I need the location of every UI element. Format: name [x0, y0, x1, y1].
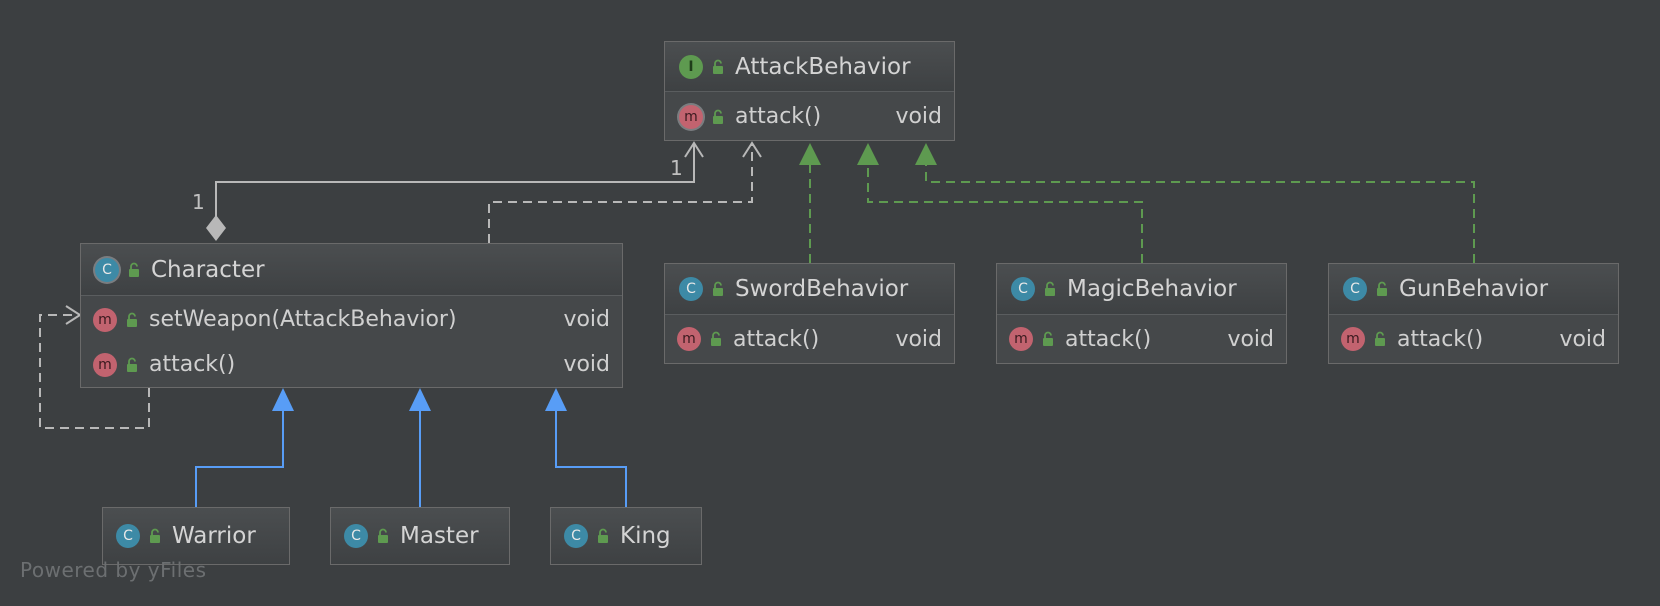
- class-header: C King: [551, 508, 701, 564]
- class-node-warrior[interactable]: C Warrior: [102, 507, 290, 565]
- method-row[interactable]: m attack() void: [665, 316, 954, 362]
- method-row[interactable]: m attack() void: [81, 342, 622, 387]
- lock-icon: [710, 281, 726, 297]
- return-type: void: [895, 326, 942, 352]
- method-signature: attack(): [735, 104, 822, 129]
- source-multiplicity-label: 1: [192, 190, 205, 214]
- interface-icon: I: [679, 54, 703, 79]
- yfiles-watermark: Powered by yFiles: [20, 558, 207, 582]
- return-type: void: [895, 104, 942, 129]
- lock-icon: [124, 312, 140, 328]
- method-signature: attack(): [1397, 326, 1484, 352]
- class-header: I AttackBehavior: [665, 42, 954, 92]
- class-name: Warrior: [172, 523, 256, 549]
- class-name: AttackBehavior: [735, 53, 911, 80]
- member-list: m setWeapon(AttackBehavior) void m attac…: [81, 296, 622, 388]
- method-icon: m: [679, 104, 703, 129]
- implements-edge-magic[interactable]: [857, 143, 1143, 263]
- class-node-character[interactable]: C Character m setWeapon(AttackBehavior) …: [80, 243, 623, 388]
- class-name: Character: [151, 256, 265, 283]
- class-icon: C: [1343, 277, 1367, 301]
- lock-icon: [595, 528, 611, 544]
- class-icon: C: [344, 524, 368, 548]
- lock-icon: [375, 528, 391, 544]
- lock-icon: [710, 59, 726, 75]
- class-header: C Character: [81, 244, 622, 296]
- class-icon: C: [679, 277, 703, 301]
- class-node-king[interactable]: C King: [550, 507, 702, 565]
- lock-icon: [710, 109, 726, 125]
- method-icon: m: [93, 352, 117, 377]
- class-header: C SwordBehavior: [665, 264, 954, 315]
- lock-icon: [126, 262, 142, 278]
- class-header: C Warrior: [103, 508, 289, 564]
- lock-icon: [1040, 331, 1056, 347]
- method-signature: setWeapon(AttackBehavior): [149, 307, 457, 332]
- lock-icon: [708, 331, 724, 347]
- aggregation-edge[interactable]: [206, 141, 704, 241]
- method-icon: m: [93, 307, 117, 332]
- lock-icon: [1374, 281, 1390, 297]
- aggregation-diamond: [206, 215, 226, 241]
- class-icon: C: [564, 524, 588, 548]
- class-icon: C: [1011, 277, 1035, 301]
- method-icon: m: [1009, 327, 1033, 351]
- class-header: C Master: [331, 508, 509, 564]
- class-name: Master: [400, 523, 479, 549]
- method-row[interactable]: m attack() void: [997, 316, 1286, 362]
- lock-icon: [1042, 281, 1058, 297]
- method-row[interactable]: m attack() void: [665, 93, 954, 140]
- class-name: GunBehavior: [1399, 276, 1549, 302]
- method-signature: attack(): [733, 326, 820, 352]
- method-icon: m: [677, 327, 701, 351]
- class-name: SwordBehavior: [735, 276, 909, 302]
- method-row[interactable]: m setWeapon(AttackBehavior) void: [81, 297, 622, 342]
- extends-edge-warrior[interactable]: [195, 388, 294, 507]
- class-node-magic-behavior[interactable]: C MagicBehavior m attack() void: [996, 263, 1287, 364]
- class-node-master[interactable]: C Master: [330, 507, 510, 565]
- implements-edge-sword[interactable]: [799, 143, 821, 263]
- class-header: C MagicBehavior: [997, 264, 1286, 315]
- return-type: void: [1227, 326, 1274, 352]
- method-icon: m: [1341, 327, 1365, 351]
- class-node-attack-behavior[interactable]: I AttackBehavior m attack() void: [664, 41, 955, 141]
- dependency-edge[interactable]: [488, 141, 762, 243]
- member-list: m attack() void: [997, 315, 1286, 363]
- class-header: C GunBehavior: [1329, 264, 1618, 315]
- lock-icon: [124, 357, 140, 373]
- return-type: void: [563, 352, 610, 377]
- target-multiplicity-label: 1: [670, 156, 683, 180]
- return-type: void: [1559, 326, 1606, 352]
- class-name: King: [620, 523, 671, 549]
- lock-icon: [1372, 331, 1388, 347]
- return-type: void: [563, 307, 610, 332]
- class-node-sword-behavior[interactable]: C SwordBehavior m attack() void: [664, 263, 955, 364]
- method-row[interactable]: m attack() void: [1329, 316, 1618, 362]
- extends-edge-king[interactable]: [545, 388, 627, 507]
- implements-edge-gun[interactable]: [915, 143, 1475, 263]
- member-list: m attack() void: [665, 92, 954, 141]
- class-icon: C: [95, 257, 119, 282]
- method-signature: attack(): [149, 352, 236, 377]
- member-list: m attack() void: [1329, 315, 1618, 363]
- class-node-gun-behavior[interactable]: C GunBehavior m attack() void: [1328, 263, 1619, 364]
- lock-icon: [147, 528, 163, 544]
- extends-edge-master[interactable]: [409, 388, 431, 507]
- class-icon: C: [116, 524, 140, 548]
- method-signature: attack(): [1065, 326, 1152, 352]
- member-list: m attack() void: [665, 315, 954, 363]
- class-name: MagicBehavior: [1067, 276, 1237, 302]
